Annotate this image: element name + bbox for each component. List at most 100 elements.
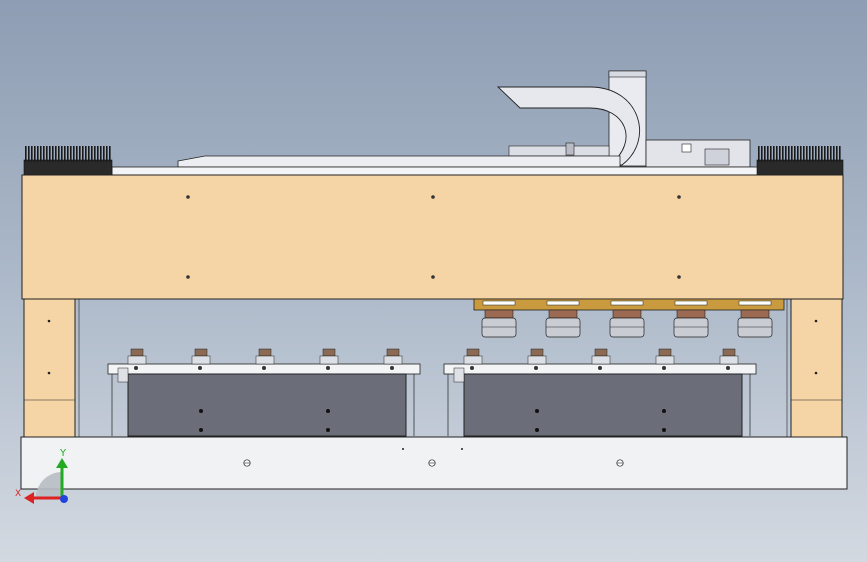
heat-sink-base — [23, 159, 113, 176]
heat-sink-fin — [37, 146, 39, 162]
tray-bolt — [662, 409, 666, 413]
heat-sink-fin — [797, 146, 799, 162]
heat-sink-fin — [94, 146, 96, 162]
cup-knob — [258, 348, 272, 357]
heat-sink-fin — [776, 146, 778, 162]
top-rail — [111, 166, 797, 176]
cup-knob — [466, 348, 480, 357]
tray-bolt — [535, 428, 539, 432]
tray-clamp — [117, 367, 129, 383]
heat-sink-fin — [52, 146, 54, 162]
cup-knob — [194, 348, 208, 357]
cup-mount — [546, 300, 580, 306]
cup-base — [255, 355, 275, 365]
heat-sink-fin — [31, 146, 33, 162]
cup-base — [127, 355, 147, 365]
suction-cup — [609, 317, 645, 338]
cable-chain-loop — [496, 86, 640, 166]
heat-sink-fin — [79, 146, 81, 162]
heat-sink-left — [23, 146, 113, 176]
tray-bolt — [199, 428, 203, 432]
heat-sink-fin — [767, 146, 769, 162]
heat-sink-fin — [25, 146, 27, 162]
tray-box — [463, 373, 743, 437]
z-axis-dot — [60, 495, 68, 503]
heat-sink-fin — [782, 146, 784, 162]
heat-sink-fin — [67, 146, 69, 162]
heat-sink-fin — [88, 146, 90, 162]
heat-sink-fin — [836, 146, 838, 162]
cup-screw — [662, 366, 666, 370]
cup-screw — [598, 366, 602, 370]
heat-sink-fin — [758, 146, 760, 162]
cup-screw — [198, 366, 202, 370]
tray-bolt — [326, 409, 330, 413]
beam-bolt-hole — [431, 195, 435, 199]
heat-sink-fin — [812, 146, 814, 162]
x-axis-label: X — [15, 489, 21, 499]
cup-knob — [130, 348, 144, 357]
cup-knob — [530, 348, 544, 357]
cup-knob — [322, 348, 336, 357]
heat-sink-fin — [839, 146, 841, 162]
heat-sink-fin — [806, 146, 808, 162]
upper-gripper — [473, 298, 785, 338]
cup-mount — [738, 300, 772, 306]
cup-mount — [482, 300, 516, 306]
suction-cup — [545, 317, 581, 338]
slide-plate — [177, 155, 621, 168]
rail-bracket — [508, 145, 610, 157]
heat-sink-fin — [55, 146, 57, 162]
heat-sink-fin — [73, 146, 75, 162]
heat-sink-fin — [85, 146, 87, 162]
heat-sink-fin — [28, 146, 30, 162]
heat-sink-fin — [40, 146, 42, 162]
tray-box — [127, 373, 407, 437]
heat-sink-fin — [770, 146, 772, 162]
cup-knob — [386, 348, 400, 357]
heat-sink-fin — [824, 146, 826, 162]
tray-bolt — [199, 409, 203, 413]
heat-sink-fin — [34, 146, 36, 162]
cup-screw — [726, 366, 730, 370]
cup-base — [655, 355, 675, 365]
cable-carrier-assembly — [111, 70, 797, 176]
heat-sink-fin — [809, 146, 811, 162]
suction-cup — [673, 317, 709, 338]
cup-base — [463, 355, 483, 365]
tray-bolt — [662, 428, 666, 432]
beam-bolt-hole — [186, 275, 190, 279]
heat-sink-fin — [76, 146, 78, 162]
beam-bolt-hole — [677, 275, 681, 279]
beam-holes — [186, 195, 681, 279]
coordinate-triad: Y X — [15, 448, 68, 504]
heat-sink-base — [756, 159, 844, 176]
motor-connector — [704, 148, 730, 166]
base-holes — [243, 448, 624, 467]
cup-screw — [534, 366, 538, 370]
motor-housing — [645, 139, 751, 168]
heat-sink-fin — [49, 146, 51, 162]
beam-bolt-hole — [677, 195, 681, 199]
heat-sink-fin — [785, 146, 787, 162]
heat-sink-fin — [794, 146, 796, 162]
heat-sink-fin — [82, 146, 84, 162]
tray-clamp — [453, 367, 465, 383]
heat-sink-fin — [70, 146, 72, 162]
y-axis-label: Y — [59, 448, 67, 459]
right-column — [790, 298, 843, 438]
left-tray — [107, 348, 421, 437]
heat-sink-fin — [103, 146, 105, 162]
cup-screw — [134, 366, 138, 370]
heat-sink-fin — [91, 146, 93, 162]
cup-knob — [722, 348, 736, 357]
cup-base — [591, 355, 611, 365]
heat-sink-fin — [788, 146, 790, 162]
heat-sink-fin — [791, 146, 793, 162]
suction-cup — [481, 317, 517, 338]
cup-base — [383, 355, 403, 365]
tray-bolt — [326, 428, 330, 432]
heat-sink-fin — [106, 146, 108, 162]
